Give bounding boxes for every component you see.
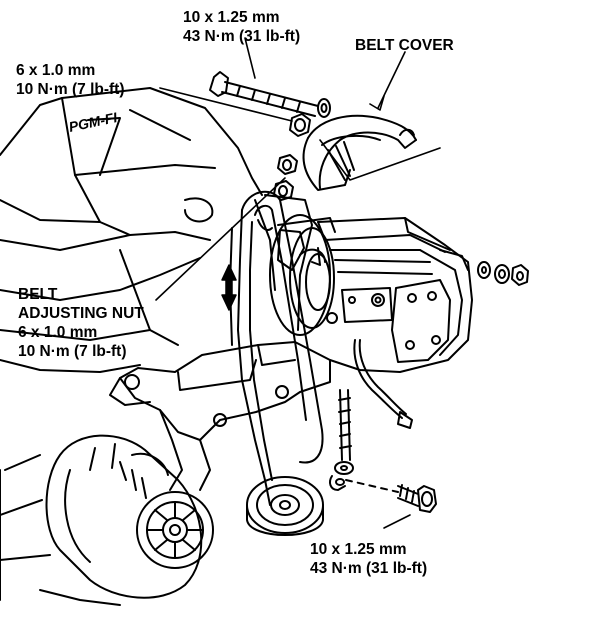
bottom-bolt-label: 10 x 1.25 mm 43 N·m (31 lb-ft) (310, 540, 427, 578)
leader-top-bolt (244, 37, 256, 79)
leader-belt-cover-head (369, 95, 385, 111)
adjusting-nut-line1: BELT (18, 286, 58, 303)
lower-bracket (109, 341, 331, 491)
compressor-wire (353, 339, 413, 429)
cover-bolt-label: 6 x 1.0 mm 10 N·m (7 lb-ft) (16, 61, 125, 99)
cover-bolt-size: 6 x 1.0 mm (16, 62, 96, 79)
leader-bottom-bolt (383, 514, 411, 529)
compressor-pulley (269, 214, 336, 336)
ac-compressor (299, 217, 473, 373)
engine-marking: PGM-FI (67, 109, 119, 135)
bottom-mounting-bolt (345, 479, 437, 513)
top-bolt-torque: 43 N·m (31 lb-ft) (183, 28, 301, 45)
adjusting-stud (329, 389, 354, 491)
belt-cover (302, 114, 417, 191)
leader-cover-bolt (159, 87, 293, 122)
belt-cover-text: BELT COVER (355, 37, 454, 54)
alternator (0, 434, 214, 606)
leader-belt-cover-outline (319, 139, 441, 181)
adjuster-bracket (254, 194, 313, 331)
top-bolt-label: 10 x 1.25 mm 43 N·m (31 lb-ft) (183, 8, 300, 46)
leader-lines (155, 37, 441, 529)
leader-belt-cover (377, 51, 406, 109)
bottom-bolt-torque: 43 N·m (31 lb-ft) (310, 560, 428, 577)
top-bolt-size: 10 x 1.25 mm (183, 9, 280, 26)
belt-cover-label: BELT COVER (355, 36, 454, 55)
adjust-direction-arrow (221, 264, 237, 311)
washers-and-nut (477, 261, 529, 286)
adjusting-nut-label: BELT ADJUSTING NUT 6 x 1.0 mm 10 N·m (7 … (18, 285, 144, 361)
adjusting-nut-size: 6 x 1.0 mm (18, 324, 98, 341)
leader-adjusting-nut (155, 177, 286, 301)
drive-belt (229, 190, 324, 506)
cover-bolt (289, 113, 311, 137)
engine-cover (0, 87, 263, 373)
crankshaft-pulley (246, 476, 324, 536)
cover-bolt-torque: 10 N·m (7 lb-ft) (16, 81, 125, 98)
bottom-bolt-size: 10 x 1.25 mm (310, 541, 407, 558)
top-mounting-bolt (209, 71, 331, 118)
adjusting-nut-torque: 10 N·m (7 lb-ft) (18, 343, 127, 360)
adjusting-nut-line2: ADJUSTING NUT (18, 305, 144, 322)
